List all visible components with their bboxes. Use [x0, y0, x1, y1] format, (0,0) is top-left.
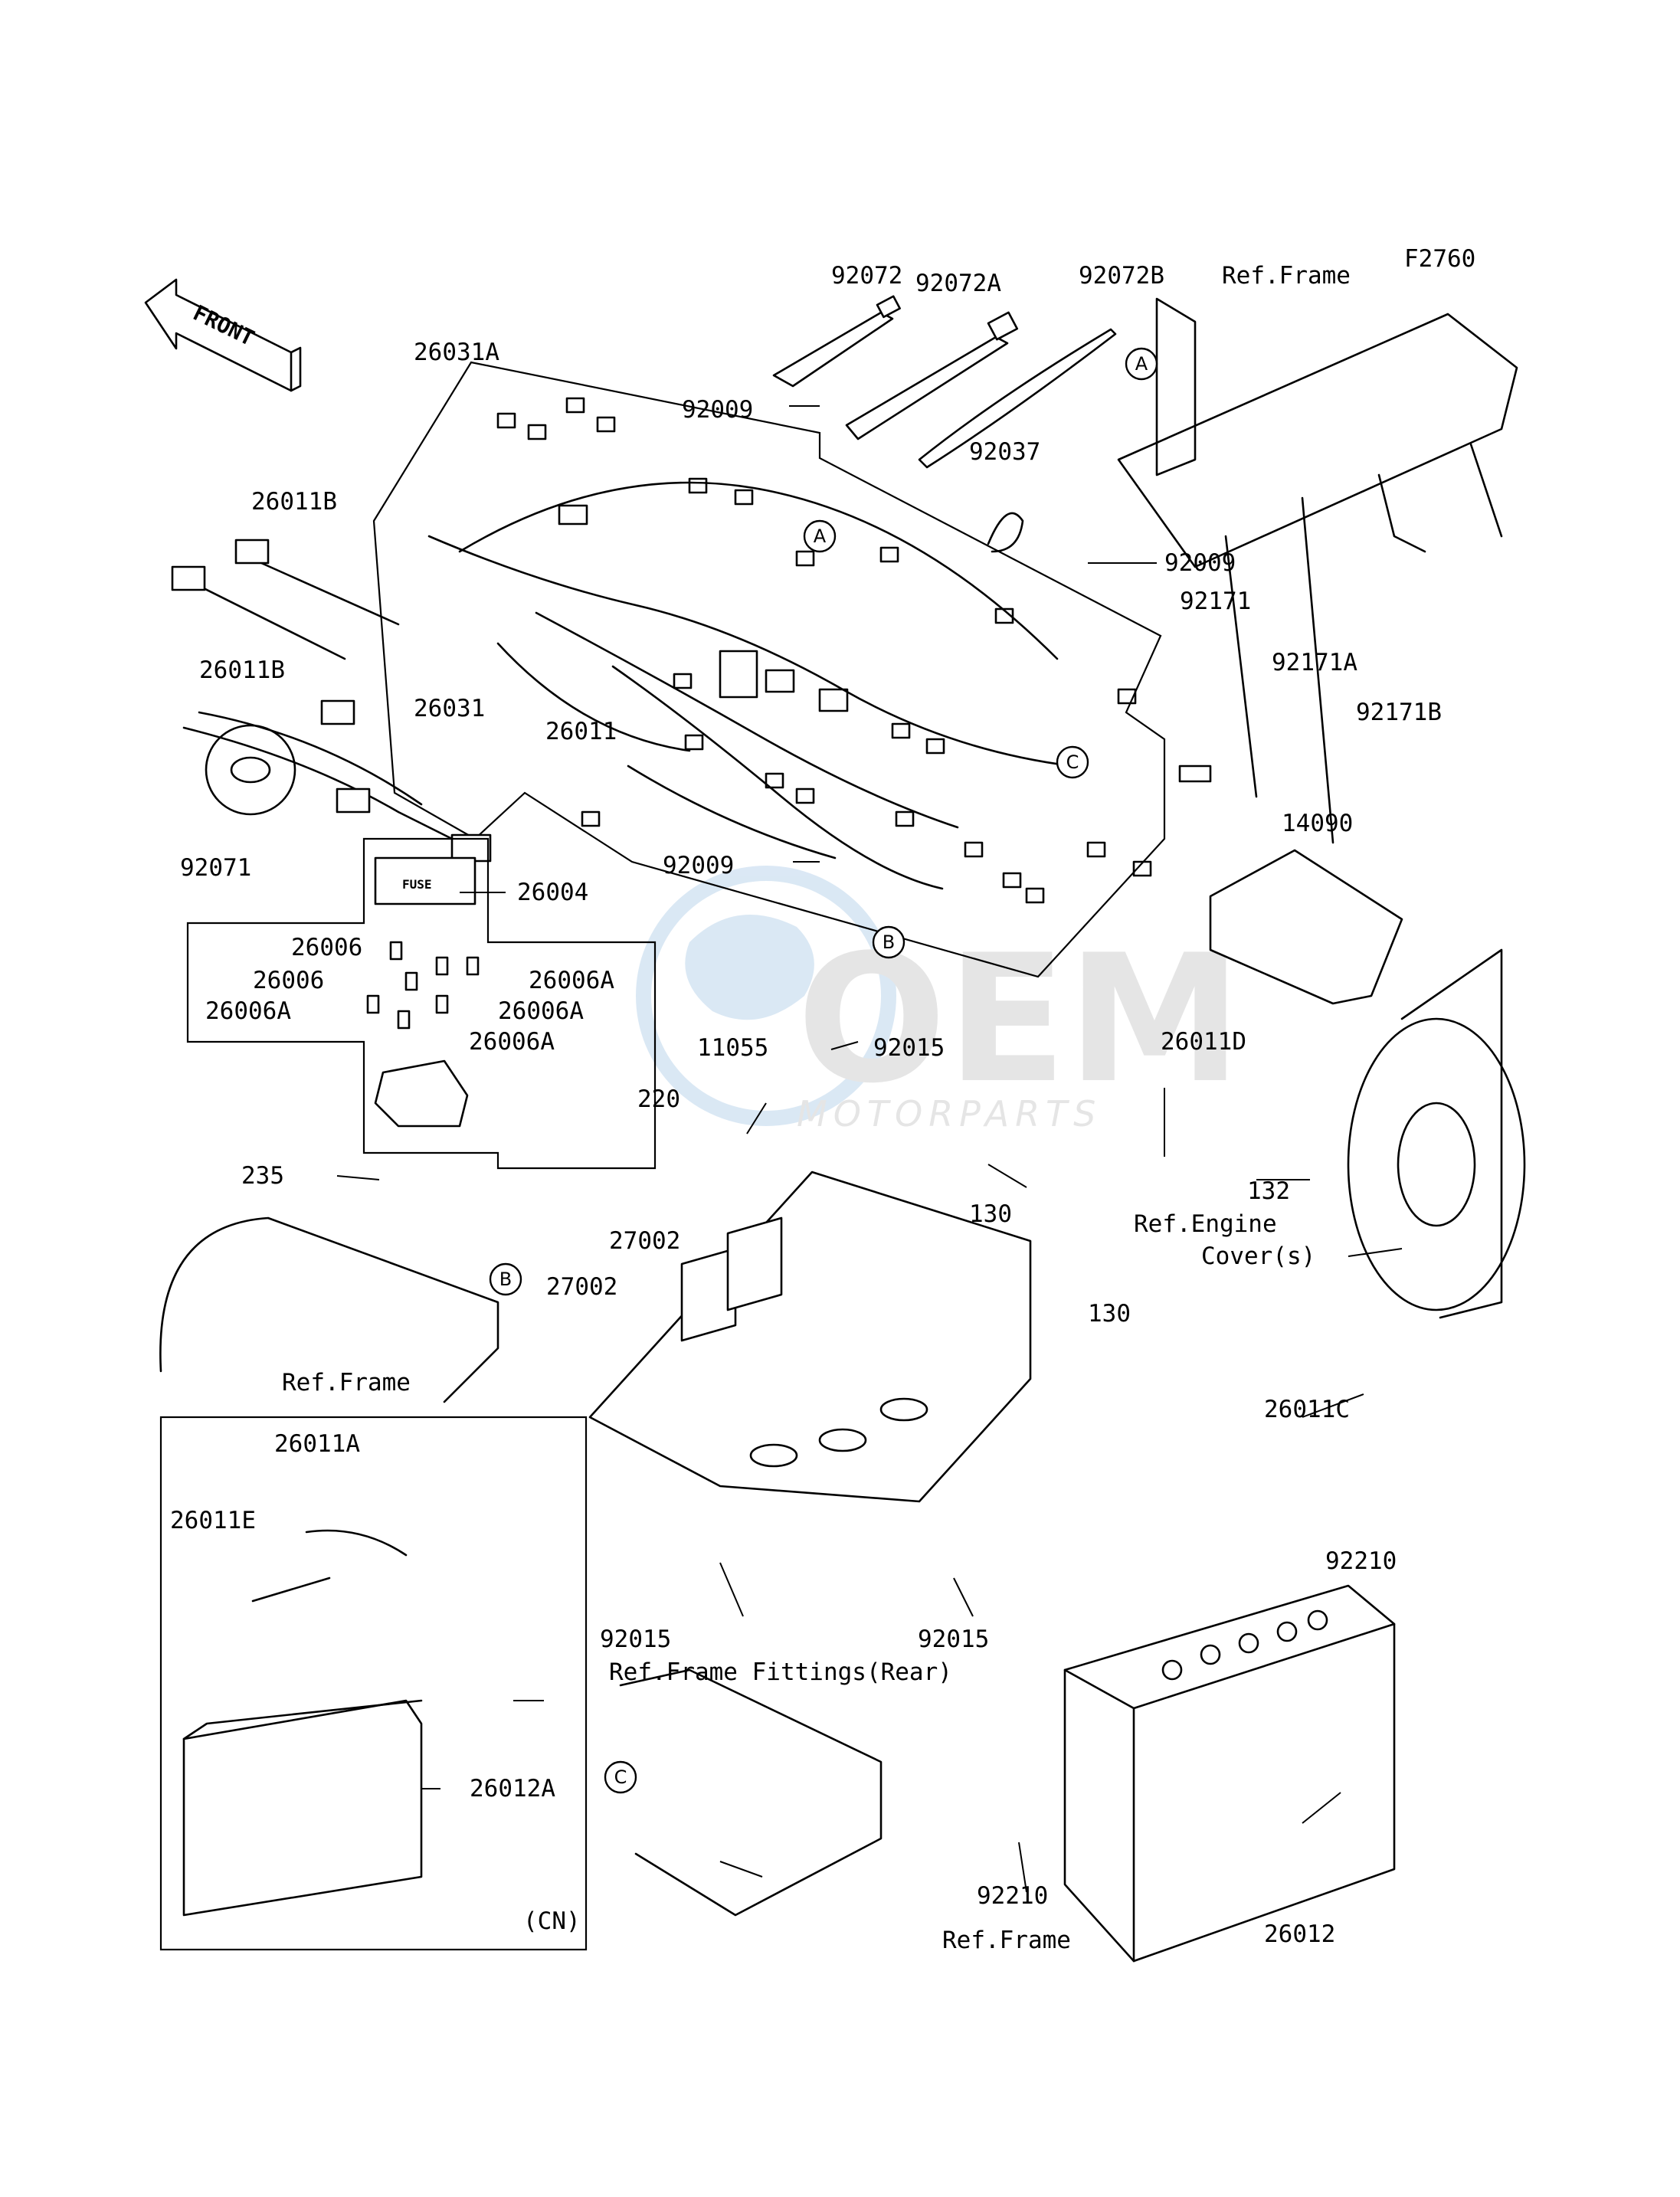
- callout-b-frame: B: [489, 1262, 522, 1296]
- label-26011: 26011: [545, 718, 617, 745]
- label-92072b: 92072B: [1079, 262, 1164, 290]
- label-26011c: 26011C: [1264, 1396, 1350, 1423]
- callout-label: B: [499, 1269, 512, 1290]
- label-11055: 11055: [697, 1034, 768, 1062]
- label-26006a-c: 26006A: [498, 997, 584, 1025]
- label-92171a: 92171A: [1272, 649, 1357, 676]
- ref-frame-top: [1117, 297, 1518, 844]
- label-92009-b: 92009: [1164, 549, 1236, 577]
- engine-cover: [1347, 948, 1526, 1319]
- label-26011a: 26011A: [274, 1430, 360, 1458]
- callouts: A A B B C C: [489, 347, 1158, 1794]
- label-26031: 26031: [414, 695, 485, 722]
- label-92015-c: 92015: [918, 1626, 989, 1653]
- label-92210-b: 92210: [977, 1882, 1048, 1910]
- callout-label: C: [614, 1766, 627, 1788]
- label-92009-a: 92009: [682, 396, 753, 424]
- cable-ties: [772, 295, 1117, 553]
- label-92072: 92072: [831, 262, 902, 290]
- label-26006a-b: 26006A: [205, 997, 291, 1025]
- svg-text:FUSE: FUSE: [402, 877, 432, 892]
- callout-label: A: [814, 526, 827, 547]
- label-132: 132: [1247, 1177, 1290, 1205]
- label-26012: 26012: [1264, 1920, 1335, 1948]
- label-235: 235: [241, 1162, 284, 1190]
- cover-14090: [1209, 849, 1403, 1005]
- label-26031a: 26031A: [414, 339, 499, 366]
- label-26006a-a: 26006A: [529, 967, 614, 994]
- label-92210-a: 92210: [1325, 1547, 1397, 1575]
- label-26006-a: 26006: [291, 934, 362, 961]
- label-26006-b: 26006: [253, 967, 324, 994]
- label-220: 220: [637, 1085, 680, 1113]
- label-ref-frame-bottom: Ref.Frame: [942, 1927, 1071, 1954]
- callout-a-harness: A: [803, 519, 837, 553]
- main-harness: [372, 361, 1212, 978]
- label-92037: 92037: [969, 438, 1040, 466]
- label-92171b: 92171B: [1356, 699, 1442, 726]
- label-ref-frame-fittings: Ref.Frame Fittings(Rear): [609, 1658, 952, 1686]
- callout-label: A: [1135, 353, 1148, 375]
- callout-c-harness: C: [1056, 745, 1089, 779]
- battery-26012: [1063, 1584, 1396, 1963]
- label-26011b-bottom: 26011B: [199, 656, 285, 684]
- sub-harness-26011b: [171, 539, 492, 863]
- battery-cn-region: [159, 1416, 588, 1951]
- front-arrow-icon: FRONT: [144, 278, 302, 392]
- callout-a-top: A: [1125, 347, 1158, 381]
- grommet-92071: [205, 724, 296, 816]
- label-14090: 14090: [1282, 810, 1353, 837]
- label-92015-a: 92015: [873, 1034, 945, 1062]
- callout-label: C: [1066, 751, 1079, 773]
- label-27002-a: 27002: [609, 1227, 680, 1255]
- watermark-subtitle: MOTORPARTS: [797, 1093, 1102, 1135]
- label-130-b: 130: [1088, 1300, 1131, 1328]
- label-ref-frame-top: Ref.Frame: [1222, 262, 1351, 290]
- label-27002-b: 27002: [546, 1273, 617, 1301]
- label-92009-c: 92009: [663, 852, 734, 879]
- callout-c-frame: C: [604, 1760, 637, 1794]
- label-92072a: 92072A: [915, 270, 1001, 297]
- label-26006a-d: 26006A: [469, 1028, 555, 1056]
- label-26011d: 26011D: [1161, 1028, 1246, 1056]
- label-92071: 92071: [180, 854, 251, 882]
- label-26012a: 26012A: [470, 1775, 555, 1802]
- part-labels: 92072 92072A 92072B Ref.Frame 26031A 920…: [170, 245, 1475, 1954]
- figure-code: F2760: [1404, 245, 1475, 273]
- label-92015-b: 92015: [600, 1626, 671, 1653]
- battery-tray: [588, 1171, 1032, 1503]
- label-130-a: 130: [969, 1200, 1012, 1228]
- label-26011b-top: 26011B: [251, 488, 337, 516]
- watermark: OEM MOTORPARTS: [636, 866, 1243, 1135]
- ref-frames: [159, 1216, 883, 1917]
- label-26004: 26004: [517, 879, 588, 906]
- label-ref-frame-mid: Ref.Frame: [282, 1369, 411, 1396]
- callout-label: B: [883, 932, 895, 953]
- label-26011e: 26011E: [170, 1507, 256, 1534]
- label-ref-engine: Ref.Engine: [1134, 1210, 1277, 1238]
- fuse-box-region: FUSE: [186, 837, 657, 1170]
- watermark-brand: OEM: [797, 918, 1243, 1122]
- label-92171: 92171: [1180, 588, 1251, 615]
- callout-b-harness: B: [872, 925, 905, 959]
- leader-lines: [336, 405, 1403, 1893]
- label-covers: Cover(s): [1201, 1243, 1315, 1270]
- label-cn: (CN): [523, 1907, 581, 1935]
